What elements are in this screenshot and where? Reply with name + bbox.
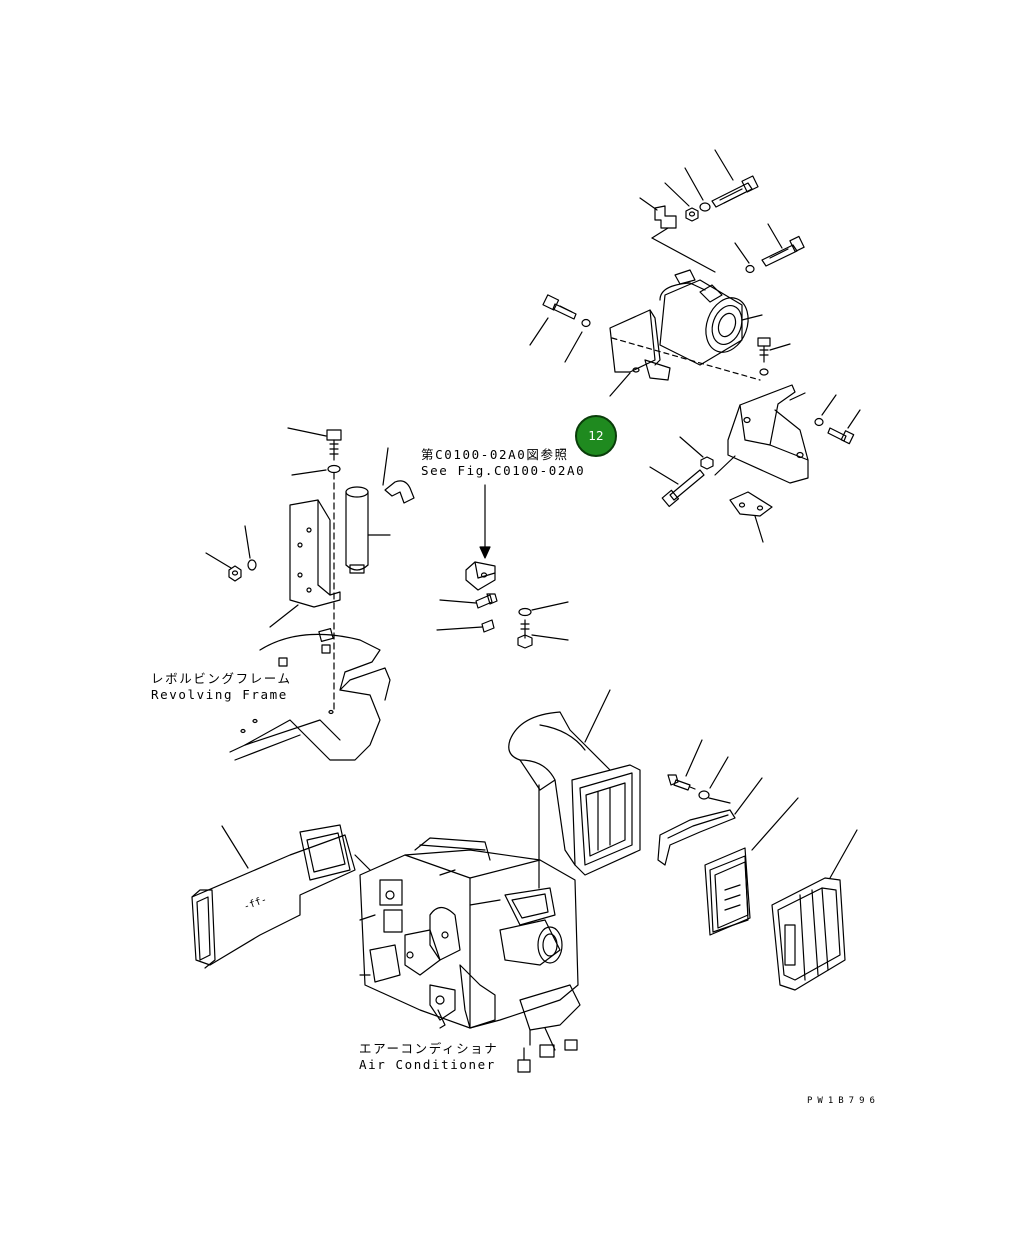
bolt-icon [327, 430, 341, 460]
clamp-icon [385, 481, 414, 503]
washer-icon [746, 266, 754, 273]
revolving-frame [230, 629, 390, 760]
bolt-icon [762, 236, 804, 266]
nut-icon [279, 658, 287, 666]
nut-icon [701, 457, 713, 469]
drawing-code: PW1B796 [807, 1096, 880, 1106]
callout-number: 12 [588, 429, 604, 443]
frame-label-ja: レボルビングフレーム [151, 671, 292, 686]
compressor-assembly [530, 150, 860, 542]
washer-icon [760, 369, 768, 375]
washer-icon [248, 560, 256, 570]
connector-icon [518, 1060, 530, 1072]
washer-icon [582, 320, 590, 327]
receiver-drier-icon [346, 487, 368, 573]
washer-icon [519, 609, 531, 616]
bolt-icon [662, 470, 704, 506]
ac-label-ja: エアーコンディショナ [359, 1041, 499, 1056]
washer-icon [815, 419, 823, 426]
front-duct [509, 690, 640, 888]
bolt-icon [482, 620, 494, 632]
filter-icon [705, 848, 750, 935]
bolt-icon [712, 176, 758, 207]
receiver-drier-assembly [206, 428, 414, 710]
see-fig-label-en: See Fig.C0100-02A0 [421, 463, 586, 478]
ac-label-en: Air Conditioner [359, 1057, 496, 1072]
bolt-icon [543, 295, 576, 319]
gasket-icon [658, 810, 735, 865]
washer-icon [700, 203, 710, 211]
bolt-icon [476, 594, 497, 608]
cover-icon [772, 878, 845, 990]
air-conditioner-unit [360, 838, 580, 1072]
nut-icon [229, 566, 241, 581]
washer-icon [328, 466, 340, 473]
bolt-icon [758, 338, 770, 362]
callout-marker[interactable]: 12 [575, 415, 617, 457]
bolt-icon [828, 428, 854, 444]
bolt-icon [518, 620, 532, 648]
svg-text:-ff-: -ff- [242, 894, 268, 913]
washer-icon [699, 791, 709, 799]
side-duct: -ff- [192, 825, 370, 968]
center-bracket-hardware [437, 485, 568, 648]
bolt-icon [668, 775, 695, 790]
filter-cover-group [658, 740, 857, 990]
frame-label-en: Revolving Frame [151, 687, 288, 702]
see-fig-label-ja: 第C0100-02A0図参照 [421, 447, 569, 462]
clip-icon [655, 206, 676, 228]
nut-icon [686, 208, 698, 221]
